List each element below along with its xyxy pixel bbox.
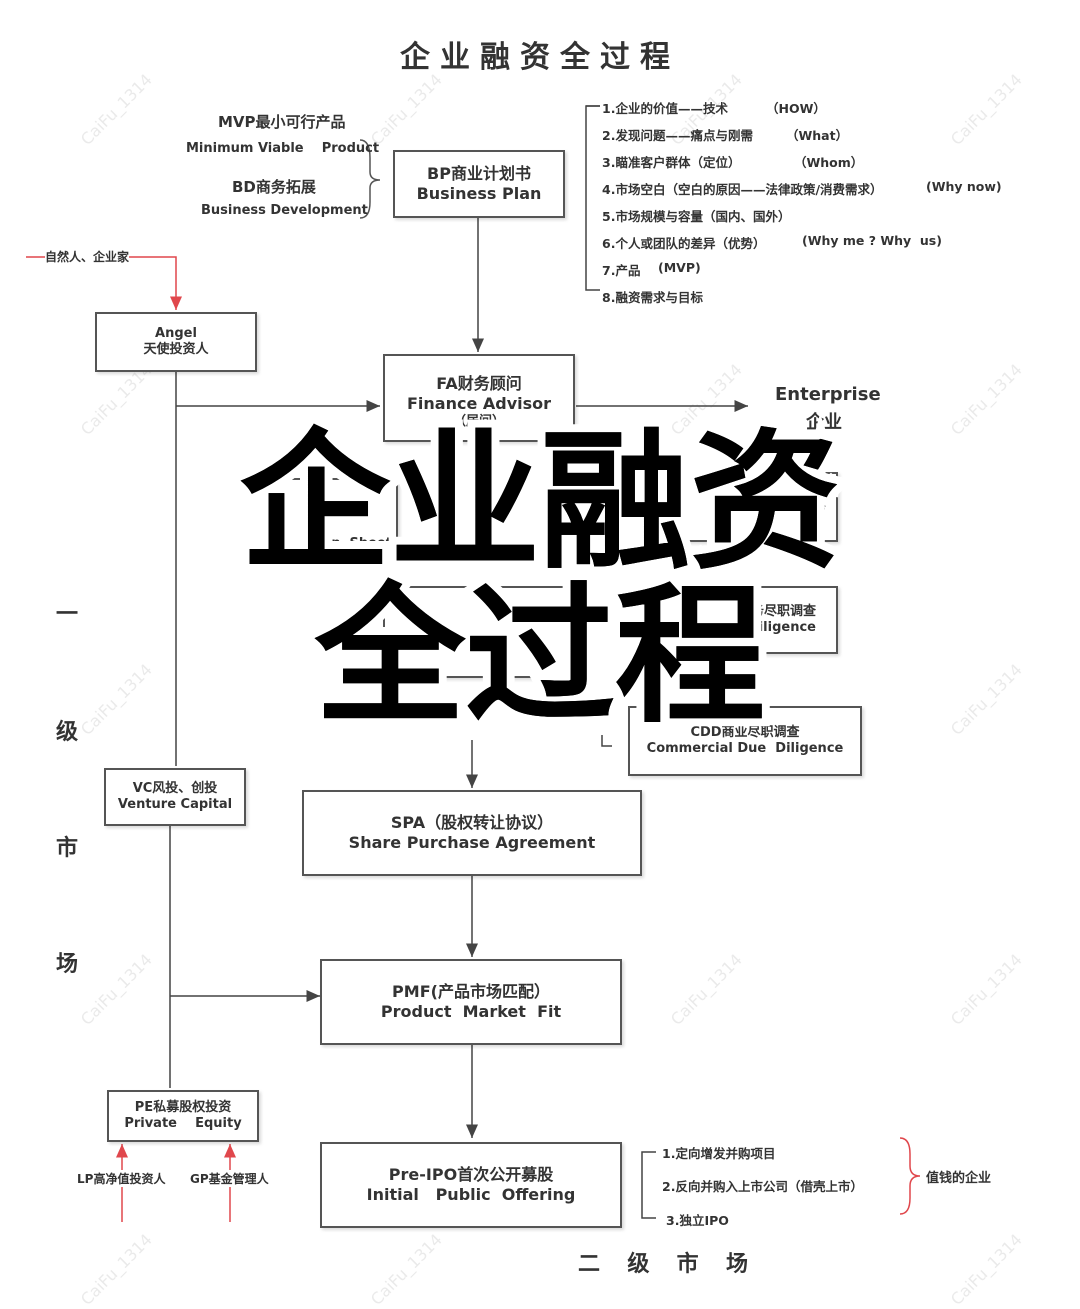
mvp-label: MVP最小可行产品 xyxy=(218,113,346,131)
secondary-market-label: 二 级 市 场 xyxy=(578,1252,752,1277)
primary-market-char: 市 xyxy=(56,836,79,861)
angel-box: Angel 天使投资人 xyxy=(95,312,257,372)
dd-box: DD xyxy=(383,586,575,678)
spa-box: SPA（股权转让协议） Share Purchase Agreement xyxy=(302,790,642,876)
cdd-cn: CDD商业尽职调查 xyxy=(690,724,800,740)
ce-box: ce xyxy=(640,472,838,542)
vc-cn: VC风投、创投 xyxy=(132,780,218,796)
mvp-english: Minimum Viable Product xyxy=(186,141,380,156)
angel-en: Angel xyxy=(155,325,197,341)
spa-cn: SPA（股权转让协议） xyxy=(390,813,554,832)
ipo-box: Pre-IPO首次公开募股 Initial Public Offering xyxy=(320,1142,622,1228)
list-item: 3.瞄准客户群体（定位） xyxy=(602,155,741,170)
lp-label: LP高净值投资人 xyxy=(77,1170,166,1187)
primary-market-char: 场 xyxy=(56,952,79,977)
list-item: 6.个人或团队的差异（优势） xyxy=(602,236,766,251)
ipo-cn: Pre-IPO首次公开募股 xyxy=(388,1165,554,1184)
overlay-title-line2-outline: 全过程 xyxy=(307,564,773,750)
legal-dd-en: Due Diligence xyxy=(714,620,816,635)
fa-box: FA财务顾问 Finance Advisor （居间） xyxy=(383,354,575,442)
pmf-cn: PMF(产品市场匹配） xyxy=(392,982,550,1001)
term-sheet-box: n Sheet xyxy=(280,478,398,558)
list-item-en: （Whom） xyxy=(794,155,864,170)
list-item-en: (MVP) xyxy=(658,260,701,275)
vc-box: VC风投、创投 Venture Capital xyxy=(104,768,246,826)
enterprise-cn: 企业 xyxy=(806,412,842,433)
bp-cn: BP商业计划书 xyxy=(427,164,531,183)
spa-en: Share Purchase Agreement xyxy=(348,833,596,852)
bp-box: BP商业计划书 Business Plan xyxy=(393,150,565,218)
cdd-box: CDD商业尽职调查 Commercial Due Diligence xyxy=(628,706,862,776)
fa-note: （居间） xyxy=(452,414,505,429)
ipo-target-label: 值钱的企业 xyxy=(926,1171,992,1186)
term-sheet-label: n Sheet xyxy=(331,535,392,551)
list-item: 3.独立IPO xyxy=(666,1213,729,1228)
list-item-en: (Why me ? Why us) xyxy=(802,233,942,248)
list-item: 2.反向并购入上市公司（借壳上市） xyxy=(662,1179,863,1194)
page-title: 企业融资全过程 xyxy=(400,40,680,75)
list-item: 1.定向增发并购项目 xyxy=(662,1146,776,1161)
list-item-en: （HOW） xyxy=(766,101,826,116)
pmf-en: Product Market Fit xyxy=(380,1002,562,1021)
primary-market-char: 一 xyxy=(56,602,79,627)
angel-cn: 天使投资人 xyxy=(143,342,209,357)
list-item-en: (Why now) xyxy=(926,179,1002,194)
list-item-en: （What） xyxy=(786,128,849,143)
bp-en: Business Plan xyxy=(416,184,542,203)
bd-english: Business Development xyxy=(201,203,368,218)
list-item: 7.产品 xyxy=(602,263,641,278)
ipo-en: Initial Public Offering xyxy=(366,1185,576,1204)
overlay-title-line1-outline: 企业融资 xyxy=(232,410,848,596)
pe-en: Private Equity xyxy=(124,1116,242,1131)
cdd-en: Commercial Due Diligence xyxy=(646,741,844,756)
angel-source-label: 自然人、企业家 xyxy=(45,248,130,265)
vc-en: Venture Capital xyxy=(117,797,233,812)
list-item: 4.市场空白（空白的原因——法律政策/消费需求） xyxy=(602,182,883,197)
overlay-title-line1: 企业融资 xyxy=(239,416,840,590)
pe-cn: PE私募股权投资 xyxy=(134,1099,232,1115)
dd-label: DD xyxy=(413,608,440,627)
enterprise-en: Enterprise xyxy=(775,384,881,405)
gp-label: GP基金管理人 xyxy=(190,1170,269,1187)
ce-label: ce xyxy=(809,498,826,514)
fa-en: Finance Advisor xyxy=(406,394,552,413)
list-item: 2.发现问题——痛点与刚需 xyxy=(602,128,753,143)
pe-box: PE私募股权投资 Private Equity xyxy=(107,1090,259,1142)
legal-dd-box: 务尽职调查 Due Diligence xyxy=(632,586,838,654)
list-item: 8.融资需求与目标 xyxy=(602,290,703,305)
list-item: 5.市场规模与容量（国内、国外） xyxy=(602,209,791,224)
overlay-title-line2: 全过程 xyxy=(314,570,765,744)
primary-market-char: 级 xyxy=(56,720,79,745)
list-item: 1.企业的价值——技术 xyxy=(602,101,728,116)
pmf-box: PMF(产品市场匹配） Product Market Fit xyxy=(320,959,622,1045)
fa-cn: FA财务顾问 xyxy=(436,374,522,393)
legal-dd-cn: 务尽职调查 xyxy=(750,603,816,619)
bd-label: BD商务拓展 xyxy=(232,178,316,196)
